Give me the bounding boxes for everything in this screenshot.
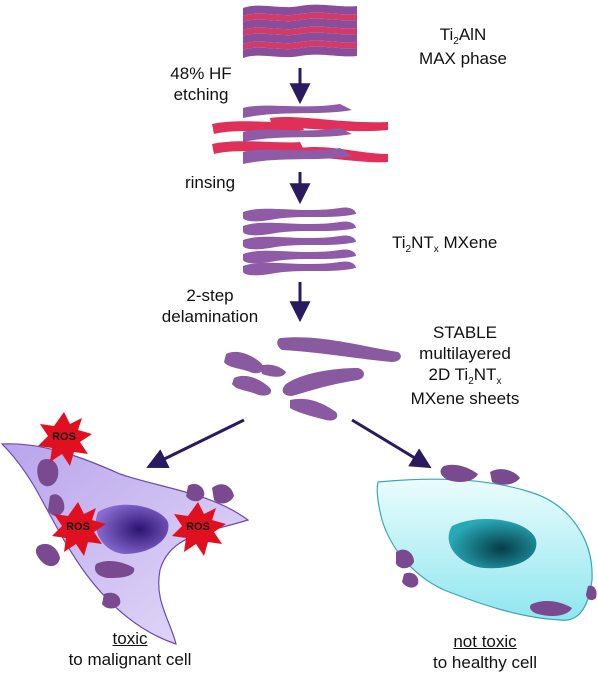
sheets-line4: MXene sheets — [410, 389, 520, 408]
not-toxic-word: not toxic — [453, 632, 517, 651]
arrow-right — [351, 418, 432, 469]
etching-stack — [212, 104, 388, 164]
sheets-line3: 2D Ti2NTx — [428, 365, 502, 387]
ros-label-2: ROS — [66, 521, 90, 533]
etching-line1: 48% HF — [170, 64, 232, 83]
ros-label-1: ROS — [52, 431, 76, 443]
etching-line2: etching — [173, 85, 229, 104]
arrow-left — [146, 418, 245, 469]
delaminated-sheets — [224, 337, 401, 421]
ros-star-2: ROS — [52, 502, 106, 556]
label-mxene: Ti2NTx MXene — [392, 233, 498, 255]
toxic-word: toxic — [112, 629, 148, 648]
ros-label-3: ROS — [186, 521, 210, 533]
ros-star-1: ROS — [38, 412, 92, 466]
label-rinsing: rinsing — [184, 173, 236, 192]
not-toxic-line2: to healthy cell — [433, 653, 537, 672]
max-phase-formula: Ti2AlN — [439, 25, 487, 47]
ros-star-3: ROS — [172, 502, 226, 556]
delamination-line2: delamination — [161, 307, 259, 326]
toxic-line2: to malignant cell — [68, 650, 192, 669]
label-max-phase: Ti2AlN MAX phase — [402, 24, 524, 69]
max-phase-name: MAX phase — [419, 49, 507, 68]
mxene-stack — [243, 207, 356, 276]
label-not-toxic: not toxic to healthy cell — [415, 631, 555, 673]
max-phase-stack — [243, 4, 357, 58]
sheets-line1: STABLE — [433, 323, 497, 342]
sheets-line2: multilayered — [419, 344, 511, 363]
healthy-cell-particles — [396, 464, 597, 616]
label-sheets: STABLE multilayered 2D Ti2NTx MXene shee… — [402, 322, 528, 409]
malignant-cell-particles — [35, 458, 234, 609]
healthy-cell — [376, 478, 593, 621]
label-etching: 48% HF etching — [146, 63, 256, 105]
delamination-line1: 2-step — [186, 286, 234, 305]
label-delamination: 2-step delamination — [155, 285, 265, 327]
label-toxic: toxic to malignant cell — [50, 628, 210, 670]
